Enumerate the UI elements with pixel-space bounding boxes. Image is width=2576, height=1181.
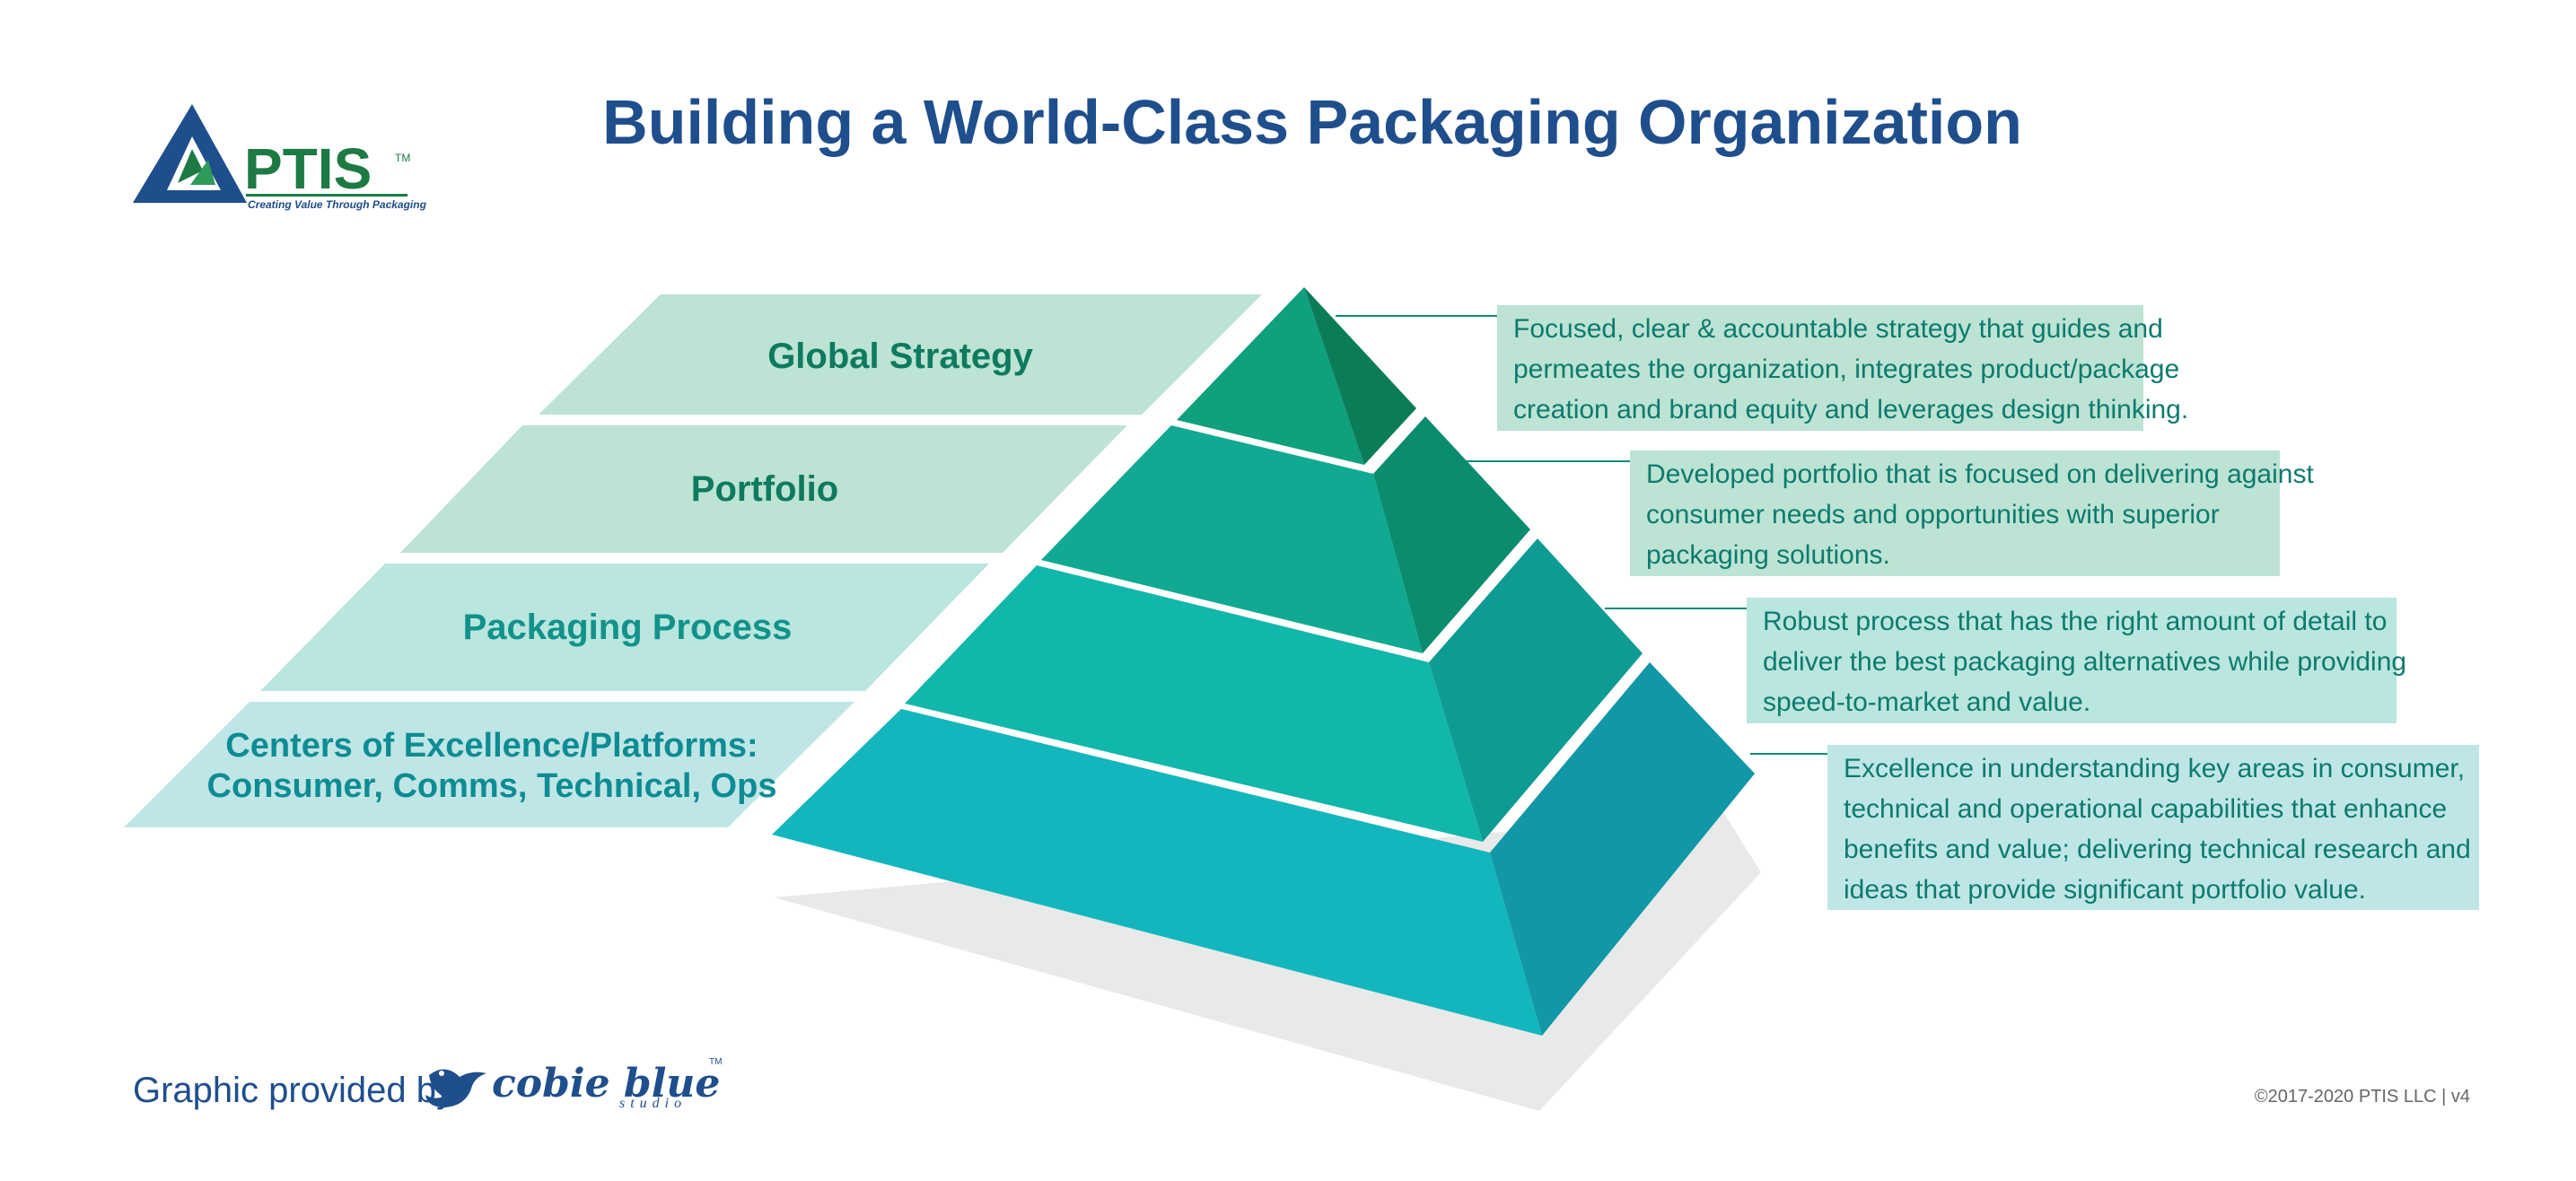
label-band-0: Global Strategy [539,294,1262,415]
credit: Graphic provided by: cobie blue TM studi… [133,1057,722,1111]
level-description-line: consumer needs and opportunities with su… [1646,500,2220,529]
leader-lines [1336,315,1827,755]
level-label: Portfolio [691,469,838,509]
label-band-2: Packaging Process [260,564,989,691]
pyramid-tier-1-front [1041,425,1423,653]
level-description-line: Robust process that has the right amount… [1763,607,2387,636]
logo-trademark: TM [395,152,410,164]
level-description-line: Focused, clear & accountable strategy th… [1513,314,2163,344]
credit-label: Graphic provided by: [133,1071,464,1110]
credit-brand-sub: studio [619,1096,687,1111]
logo-tagline: Creating Value Through Packaging [248,198,427,211]
level-description-line: creation and brand equity and leverages … [1513,395,2188,424]
level-description-line: benefits and value; delivering technical… [1844,835,2471,864]
level-description-line: Developed portfolio that is focused on d… [1646,459,2314,489]
page-title: Building a World-Class Packaging Organiz… [602,87,2022,157]
copyright: ©2017-2020 PTIS LLC | v4 [2255,1087,2470,1107]
pyramid-tier-3-front [772,709,1542,1036]
label-band-3: Centers of Excellence/Platforms: Consume… [124,702,854,827]
description-box-1: Developed portfolio that is focused on d… [1630,451,2314,576]
level-label: Centers of Excellence/Platforms: [225,727,758,765]
credit-brand-trademark: TM [709,1057,722,1067]
bird-icon [425,1069,486,1107]
credit-brand: cobie blue [492,1061,720,1107]
pyramid [772,287,1755,1036]
level-label: Packaging Process [463,608,793,647]
label-band-1: Portfolio [400,425,1127,553]
pyramid-tier-0-side [1304,287,1416,465]
pyramid-tier-1-side [1373,416,1530,653]
pyramid-tier-2-front [905,565,1483,842]
logo-name: PTIS [244,136,372,201]
level-description-line: ideas that provide significant portfolio… [1844,875,2366,905]
ptis-logo-mark [133,104,247,203]
pyramid-tier-2-side [1429,538,1643,842]
level-description-line: permeates the organization, integrates p… [1513,354,2179,384]
level-description-line: packaging solutions. [1646,540,1890,570]
description-box-0: Focused, clear & accountable strategy th… [1497,305,2188,431]
pyramid-tier-3-side [1490,662,1755,1036]
level-description-line: speed-to-market and value. [1763,687,2090,717]
ptis-logo: PTIS TM Creating Value Through Packaging [133,104,427,211]
level-description-line: Excellence in understanding key areas in… [1844,754,2465,783]
level-description-line: deliver the best packaging alternatives … [1763,647,2406,677]
description-box-2: Robust process that has the right amount… [1747,598,2406,723]
level-label: Global Strategy [767,337,1033,376]
description-box-3: Excellence in understanding key areas in… [1827,745,2479,910]
level-description-line: technical and operational capabilities t… [1844,794,2447,824]
level-label-line2: Consumer, Comms, Technical, Ops [207,767,777,805]
pyramid-tier-0-front [1177,287,1364,465]
